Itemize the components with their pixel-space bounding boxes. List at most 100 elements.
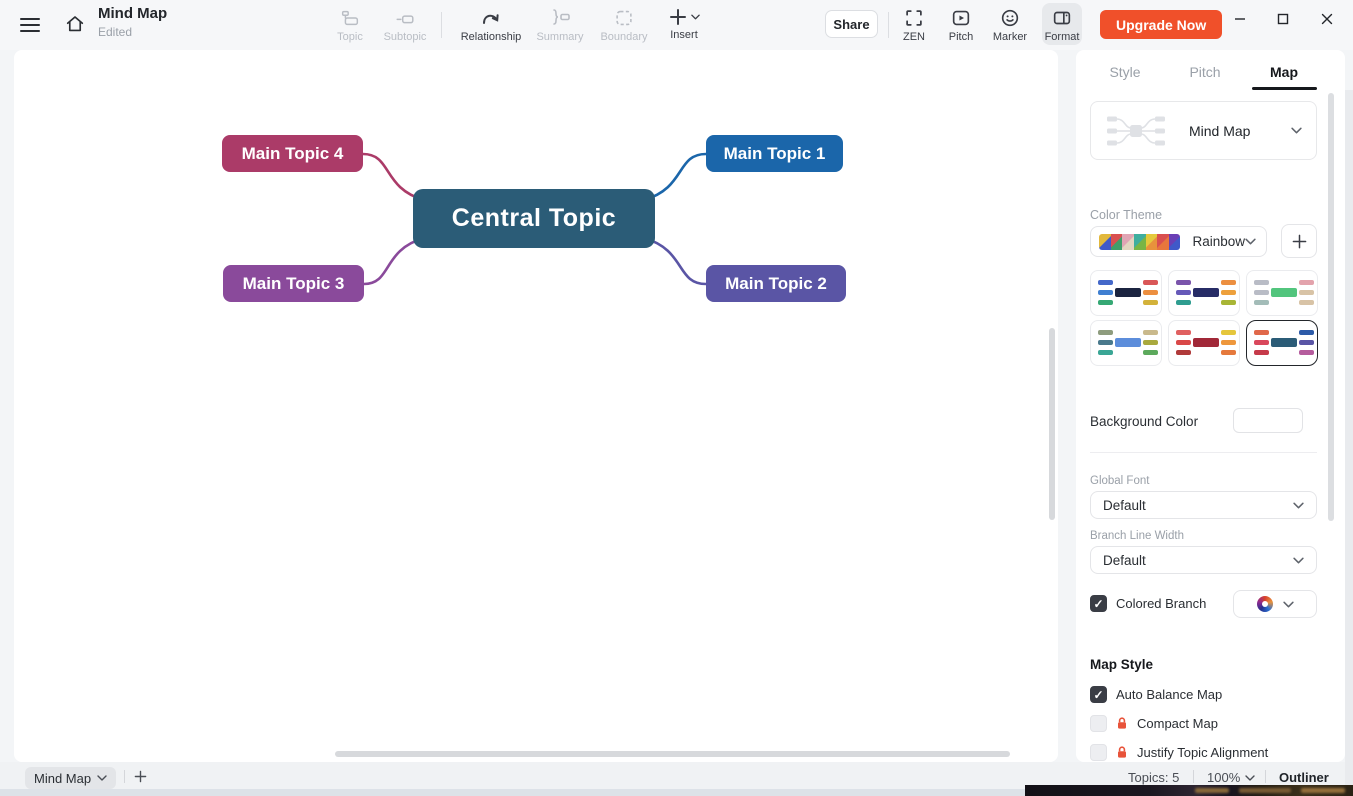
pitch-icon bbox=[952, 10, 970, 26]
global-font-select[interactable]: Default bbox=[1090, 491, 1317, 519]
relationship-button[interactable]: Relationship bbox=[460, 7, 522, 43]
tab-map[interactable]: Map bbox=[1270, 64, 1298, 80]
summary-button[interactable]: Summary bbox=[529, 7, 591, 43]
add-theme-button[interactable] bbox=[1281, 224, 1317, 258]
chevron-down-icon bbox=[97, 775, 107, 781]
background-color-swatch[interactable] bbox=[1233, 408, 1303, 433]
share-button[interactable]: Share bbox=[825, 10, 878, 38]
branch-topic1 bbox=[642, 152, 708, 202]
document-title-block: Mind Map Edited bbox=[98, 5, 167, 39]
outliner-button[interactable]: Outliner bbox=[1279, 770, 1329, 785]
marker-label: Marker bbox=[992, 31, 1028, 43]
theme-mini-node bbox=[1254, 350, 1269, 355]
vertical-scrollbar[interactable] bbox=[1049, 328, 1055, 520]
zoom-control[interactable]: 100% bbox=[1207, 770, 1255, 785]
theme-preview-3[interactable] bbox=[1246, 270, 1318, 316]
auto-balance-map-checkbox[interactable] bbox=[1090, 686, 1107, 703]
desktop-artifact bbox=[1239, 788, 1291, 793]
theme-mini-node bbox=[1115, 338, 1141, 347]
theme-mini-node bbox=[1098, 280, 1113, 285]
theme-mini-node bbox=[1221, 340, 1236, 345]
theme-preview-5[interactable] bbox=[1168, 320, 1240, 366]
pitch-button[interactable]: Pitch bbox=[930, 7, 992, 43]
add-sheet-button[interactable] bbox=[131, 767, 149, 785]
theme-mini-node bbox=[1176, 340, 1191, 345]
sheet-tab-mind-map[interactable]: Mind Map bbox=[25, 767, 117, 789]
theme-mini-node bbox=[1221, 330, 1236, 335]
zen-label: ZEN bbox=[903, 31, 925, 43]
central-topic-node[interactable]: Central Topic bbox=[413, 189, 655, 248]
branch-line-width-value: Default bbox=[1103, 552, 1146, 568]
theme-mini-node bbox=[1143, 300, 1158, 305]
theme-mini-node bbox=[1143, 350, 1158, 355]
mindmap-structure-thumbnail bbox=[1107, 116, 1165, 145]
map-style-label: Map Style bbox=[1090, 657, 1154, 672]
statusbar-divider bbox=[124, 770, 125, 783]
plus-icon bbox=[1292, 234, 1306, 248]
theme-mini-node bbox=[1143, 330, 1158, 335]
rainbow-segment bbox=[1110, 233, 1123, 250]
hamburger-icon bbox=[20, 18, 40, 32]
active-tab-underline bbox=[1252, 87, 1317, 90]
format-label: Format bbox=[1044, 31, 1080, 43]
topics-count: Topics: 5 bbox=[1128, 770, 1180, 785]
relationship-icon bbox=[483, 14, 499, 24]
close-button[interactable] bbox=[1313, 5, 1341, 33]
branch-color-select[interactable] bbox=[1233, 590, 1317, 618]
theme-mini-node bbox=[1299, 330, 1314, 335]
marker-icon bbox=[1001, 9, 1019, 27]
branch-line-width-label: Branch Line Width bbox=[1090, 530, 1184, 542]
rainbow-segment bbox=[1099, 233, 1111, 250]
summary-label: Summary bbox=[536, 31, 584, 43]
main-topic-3-node[interactable]: Main Topic 3 bbox=[223, 265, 364, 302]
colored-branch-checkbox[interactable] bbox=[1090, 595, 1107, 612]
colored-branch-row: Colored Branch bbox=[1090, 595, 1206, 612]
marker-button[interactable]: Marker bbox=[979, 7, 1041, 43]
window-bottom-edge bbox=[0, 789, 1353, 796]
theme-preview-1[interactable] bbox=[1090, 270, 1162, 316]
summary-icon bbox=[553, 9, 570, 25]
hamburger-menu-button[interactable] bbox=[17, 12, 43, 38]
theme-preview-2[interactable] bbox=[1168, 270, 1240, 316]
upgrade-now-button[interactable]: Upgrade Now bbox=[1100, 10, 1223, 39]
home-button[interactable] bbox=[61, 10, 89, 38]
boundary-button[interactable]: Boundary bbox=[593, 7, 655, 43]
format-icon bbox=[1053, 11, 1071, 25]
mindmap-canvas[interactable]: Central Topic Main Topic 1 Main Topic 2 … bbox=[14, 50, 1058, 762]
theme-mini-node bbox=[1271, 288, 1297, 297]
tab-pitch[interactable]: Pitch bbox=[1189, 64, 1221, 80]
relationship-label: Relationship bbox=[460, 31, 522, 43]
theme-preview-6-selected[interactable] bbox=[1246, 320, 1318, 366]
color-theme-select[interactable]: Rainbow bbox=[1090, 226, 1267, 257]
subtopic-icon bbox=[396, 15, 414, 24]
justify-topic-alignment-checkbox[interactable] bbox=[1090, 744, 1107, 761]
compact-map-checkbox[interactable] bbox=[1090, 715, 1107, 732]
theme-mini-node bbox=[1299, 300, 1314, 305]
main-topic-4-node[interactable]: Main Topic 4 bbox=[222, 135, 363, 172]
auto-balance-map-row: Auto Balance Map bbox=[1090, 686, 1222, 703]
zen-button[interactable]: ZEN bbox=[883, 7, 945, 43]
topic-button[interactable]: Topic bbox=[319, 7, 381, 43]
panel-scrollbar[interactable] bbox=[1328, 93, 1334, 521]
theme-mini-node bbox=[1176, 330, 1191, 335]
structure-selector[interactable]: Mind Map bbox=[1090, 101, 1317, 160]
insert-button[interactable]: Insert bbox=[653, 7, 715, 41]
branch-topic2 bbox=[642, 236, 708, 286]
branch-line-width-select[interactable]: Default bbox=[1090, 546, 1317, 574]
maximize-button[interactable] bbox=[1269, 5, 1297, 33]
subtopic-button[interactable]: Subtopic bbox=[374, 7, 436, 43]
format-button[interactable]: Format bbox=[1031, 7, 1093, 43]
theme-mini-node bbox=[1254, 280, 1269, 285]
background-color-label: Background Color bbox=[1090, 414, 1199, 429]
minimize-button[interactable] bbox=[1226, 5, 1254, 33]
justify-topic-alignment-row: Justify Topic Alignment bbox=[1090, 744, 1268, 761]
horizontal-scrollbar[interactable] bbox=[335, 751, 1010, 757]
tab-style[interactable]: Style bbox=[1109, 64, 1141, 80]
color-theme-value: Rainbow bbox=[1192, 234, 1245, 249]
theme-mini-node bbox=[1221, 350, 1236, 355]
main-topic-1-node[interactable]: Main Topic 1 bbox=[706, 135, 843, 172]
main-topic-2-node[interactable]: Main Topic 2 bbox=[706, 265, 846, 302]
theme-preview-4[interactable] bbox=[1090, 320, 1162, 366]
desktop-right-strip bbox=[1345, 90, 1353, 786]
theme-mini-node bbox=[1176, 280, 1191, 285]
